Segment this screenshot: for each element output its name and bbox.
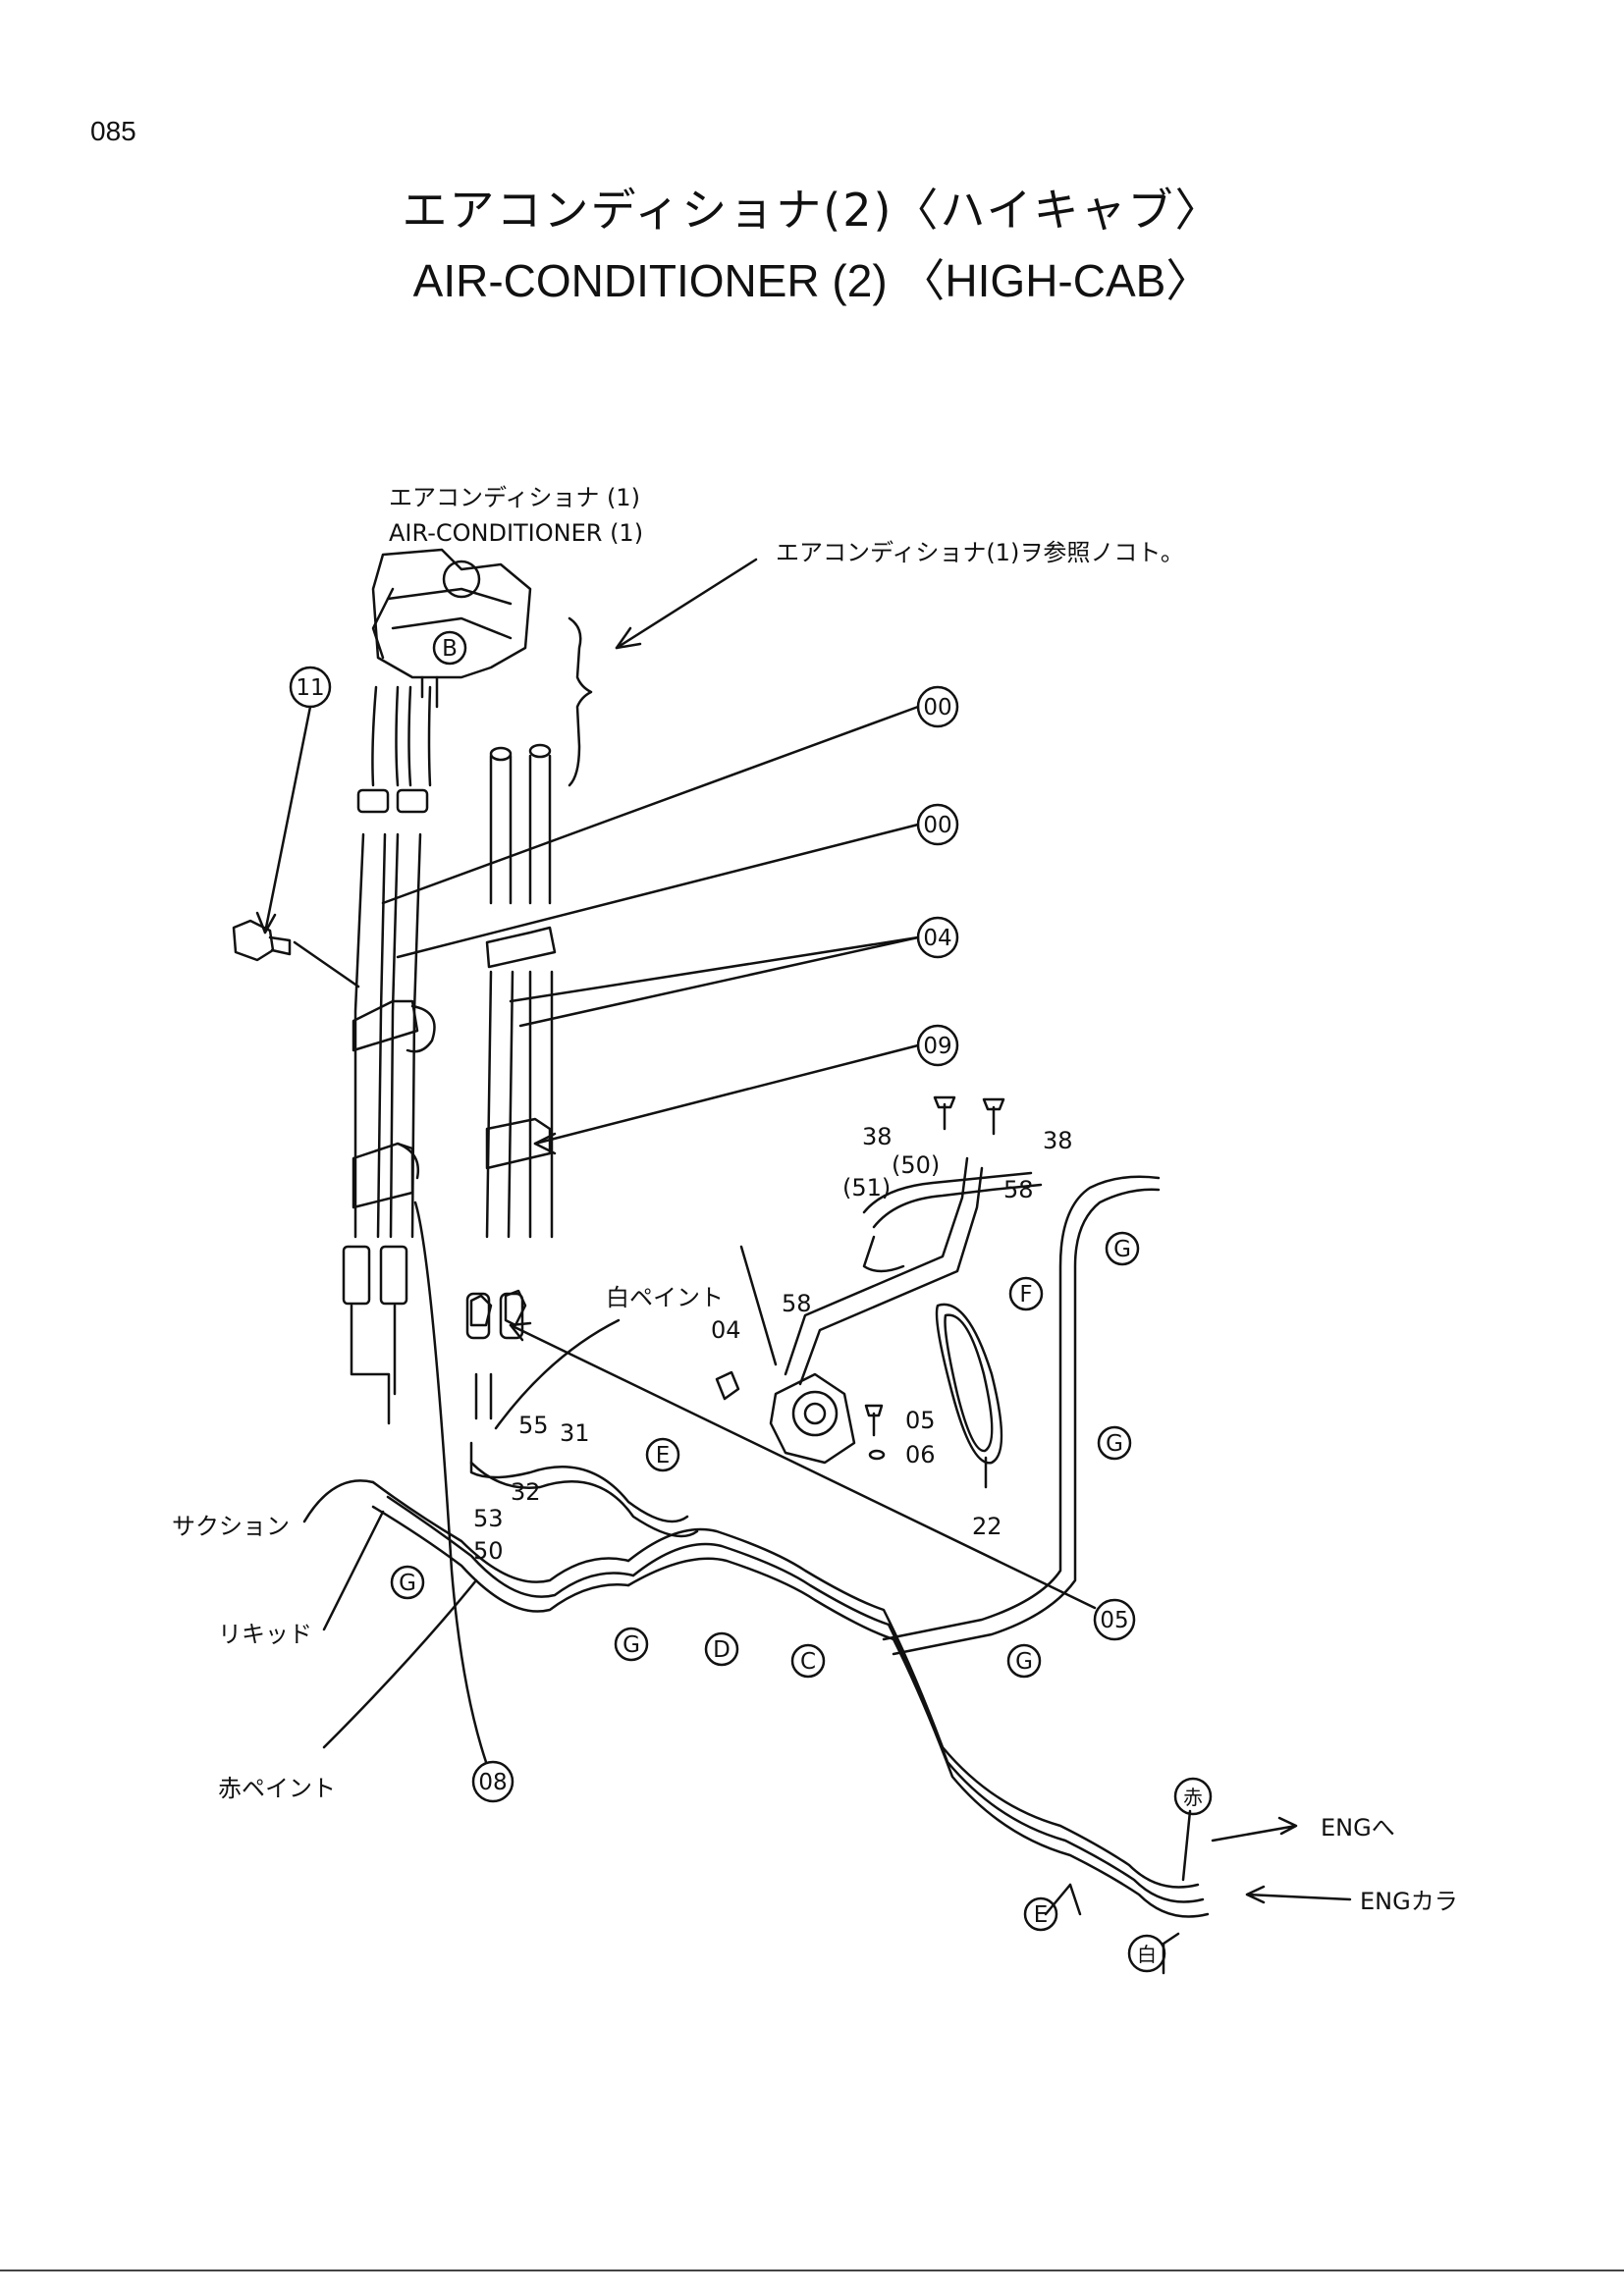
part-58-lower: 58 [782,1290,812,1317]
note-white-paint: 白ペイント [606,1284,724,1311]
callout-c: C [800,1649,816,1675]
callout-red: 赤 [1183,1786,1203,1809]
part-06: 06 [905,1441,936,1468]
compressor-assembly [769,1156,1043,1465]
part-32: 32 [511,1478,541,1506]
left-hose-pair [342,685,436,1425]
part-55: 55 [518,1412,549,1439]
part-53: 53 [473,1505,504,1532]
right-hose-pair [465,743,557,1420]
part-22: 22 [972,1513,1002,1540]
part-31: 31 [560,1419,590,1447]
callout-g-left: G [399,1571,416,1596]
callout-09: 09 [923,1034,951,1059]
callout-f: F [1019,1282,1032,1308]
callout-04: 04 [923,926,951,951]
ref-note: エアコンディショナ(1)ヲ参照ノコト。 [776,539,1184,566]
callout-00-lower: 00 [923,813,951,838]
bolt-38-left [933,1095,956,1131]
belt-part-22 [935,1303,1003,1465]
page-title-english: AIR-CONDITIONER (2) 〈HIGH-CAB〉 [412,255,1212,306]
page-number: 085 [90,116,136,146]
part-51-paren: (51) [842,1174,891,1201]
leader-11 [263,705,312,934]
callout-b: B [442,636,458,662]
page-title-japanese: エアコンディショナ(2)〈ハイキャブ〉 [402,184,1222,237]
part-04: 04 [711,1316,741,1344]
callout-white: 白 [1137,1943,1157,1966]
main-tubing-run [371,1175,1210,1918]
note-liquid: リキッド [218,1621,312,1648]
brace [568,616,593,787]
part-50-paren: (50) [892,1151,940,1179]
air-conditioner-unit [371,548,532,709]
callout-g-right: G [1015,1649,1033,1675]
callout-g-side: G [1106,1431,1123,1457]
bottom-rule [0,2269,1624,2271]
part-05: 05 [905,1407,936,1434]
note-eng-to: ENGへ [1321,1814,1395,1842]
fitting-part-11 [232,919,292,962]
callout-e-upper: E [656,1443,671,1468]
callout-05: 05 [1100,1608,1128,1633]
callout-g-top-right: G [1113,1237,1131,1262]
bolt-38-right [982,1097,1005,1136]
callout-11: 11 [296,675,324,701]
part-58-upper: 58 [1003,1176,1034,1203]
callout-e-lower: E [1034,1902,1049,1928]
callout-g-mid: G [623,1632,640,1658]
ref-label-en: AIR-CONDITIONER (1) [389,519,643,547]
part-38-left: 38 [862,1123,893,1150]
note-eng-from: ENGカラ [1360,1888,1458,1915]
part-38-right: 38 [1043,1127,1073,1154]
note-red-paint: 赤ペイント [218,1775,336,1802]
ref-label-jp: エアコンディショナ (1) [389,484,640,511]
callout-d: D [713,1637,731,1663]
part-50: 50 [473,1537,504,1565]
callout-08: 08 [478,1770,507,1795]
reference-arrow-line [615,558,758,650]
note-suction: サクション [172,1513,290,1540]
callout-00-upper: 00 [923,695,951,721]
